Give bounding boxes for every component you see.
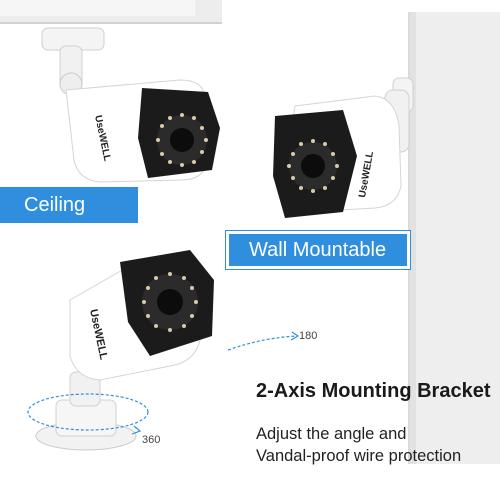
- rotation-arrows: [27, 331, 300, 435]
- ceiling-label: Ceiling: [0, 187, 138, 223]
- ceiling-label-text: Ceiling: [24, 193, 86, 216]
- camera-wall-mounted: UseWELL: [273, 77, 414, 218]
- wall-mountable-label: Wall Mountable: [225, 230, 411, 270]
- camera-adjustable-bracket: UseWELL: [35, 250, 214, 451]
- wall-mountable-label-text: Wall Mountable: [249, 238, 387, 261]
- camera-ceiling-mounted: UseWELL: [41, 27, 220, 183]
- feature-headline: 2-Axis Mounting Bracket: [256, 380, 491, 402]
- tilt-angle-label: 180: [299, 330, 318, 342]
- pan-angle-label: 360: [142, 434, 161, 446]
- ceiling-surface: [0, 0, 222, 24]
- feature-description-line-2: Vandal-proof wire protection: [256, 447, 462, 465]
- feature-description-line-1: Adjust the angle and: [256, 425, 407, 443]
- wall-surface: [408, 12, 500, 464]
